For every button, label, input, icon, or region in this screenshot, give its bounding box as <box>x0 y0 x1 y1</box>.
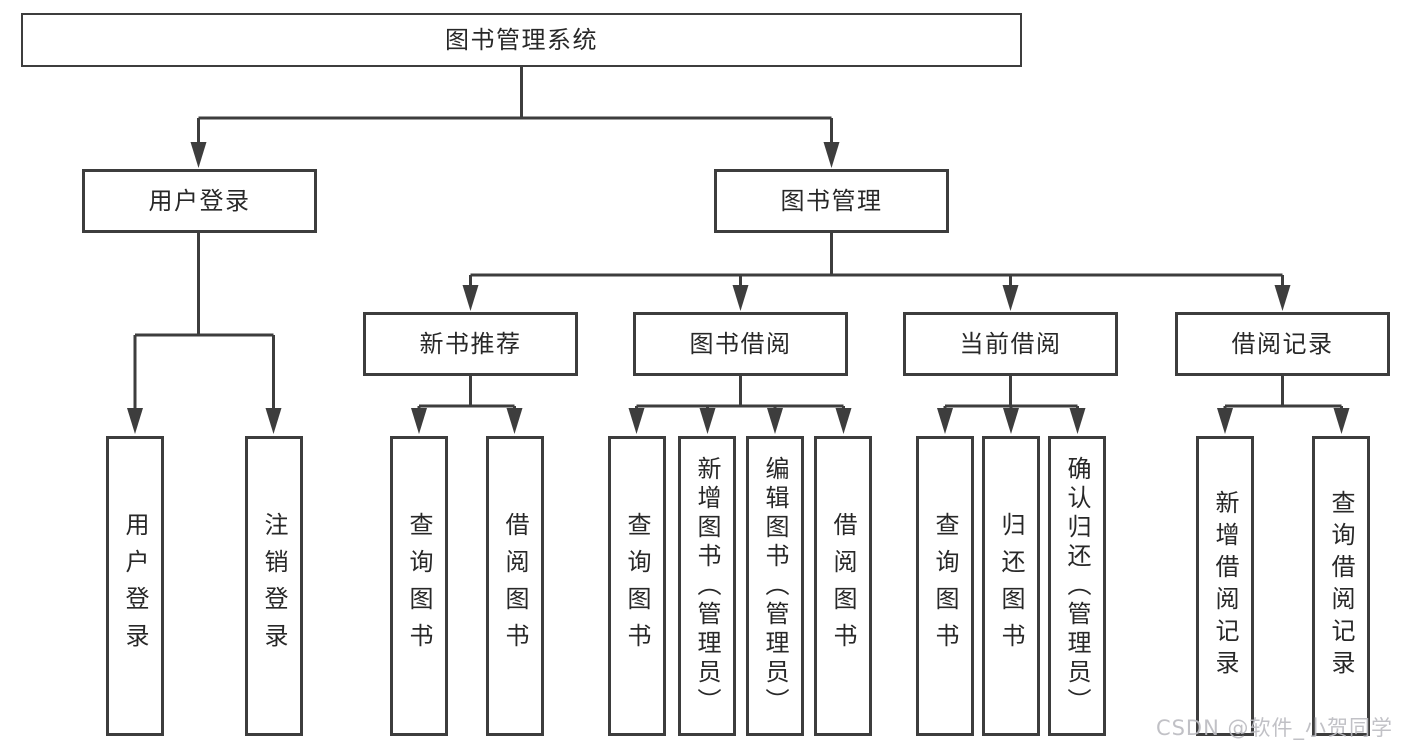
leaf-query-borrow-record: 查询借阅记录 <box>1312 436 1370 736</box>
leaf-return-books-label: 归还图书 <box>997 512 1025 660</box>
node-root: 图书管理系统 <box>21 13 1022 67</box>
node-current-borrowing: 当前借阅 <box>903 312 1118 376</box>
leaf-confirm-return-admin: 确认归还（管理员） <box>1048 436 1106 736</box>
leaf-logout-login: 注销登录 <box>245 436 303 736</box>
node-book-borrowing-label: 图书借阅 <box>689 330 792 358</box>
node-new-book-recommend: 新书推荐 <box>363 312 578 376</box>
leaf-query-books-2-label: 查询图书 <box>623 512 651 660</box>
leaf-add-borrow-record-label: 新增借阅记录 <box>1211 490 1239 682</box>
leaf-add-book-admin: 新增图书（管理员） <box>678 436 736 736</box>
node-borrowing-records: 借阅记录 <box>1175 312 1390 376</box>
leaf-user-login-label: 用户登录 <box>121 512 149 660</box>
leaf-return-books: 归还图书 <box>982 436 1040 736</box>
leaf-query-books-1-label: 查询图书 <box>405 512 433 660</box>
leaf-borrow-books-2: 借阅图书 <box>814 436 872 736</box>
leaf-query-borrow-record-label: 查询借阅记录 <box>1327 490 1355 682</box>
leaf-add-book-admin-label: 新增图书（管理员） <box>693 455 721 717</box>
leaf-user-login: 用户登录 <box>106 436 164 736</box>
node-borrowing-records-label: 借阅记录 <box>1231 330 1334 358</box>
leaf-borrow-books-1-label: 借阅图书 <box>501 512 529 660</box>
leaf-edit-book-admin: 编辑图书（管理员） <box>746 436 804 736</box>
node-book-management: 图书管理 <box>714 169 949 233</box>
leaf-confirm-return-admin-label: 确认归还（管理员） <box>1063 455 1091 717</box>
leaf-query-books-2: 查询图书 <box>608 436 666 736</box>
leaf-add-borrow-record: 新增借阅记录 <box>1196 436 1254 736</box>
leaf-query-books-3-label: 查询图书 <box>931 512 959 660</box>
node-user-login-label: 用户登录 <box>148 187 251 215</box>
leaf-borrow-books-2-label: 借阅图书 <box>829 512 857 660</box>
node-root-label: 图书管理系统 <box>445 26 598 54</box>
node-user-login: 用户登录 <box>82 169 317 233</box>
leaf-edit-book-admin-label: 编辑图书（管理员） <box>761 455 789 717</box>
leaf-borrow-books-1: 借阅图书 <box>486 436 544 736</box>
arrowheads <box>127 142 1350 434</box>
node-book-borrowing: 图书借阅 <box>633 312 848 376</box>
node-book-management-label: 图书管理 <box>780 187 883 215</box>
leaf-logout-login-label: 注销登录 <box>260 512 288 660</box>
leaf-query-books-1: 查询图书 <box>390 436 448 736</box>
node-new-book-recommend-label: 新书推荐 <box>419 330 522 358</box>
node-current-borrowing-label: 当前借阅 <box>959 330 1062 358</box>
leaf-query-books-3: 查询图书 <box>916 436 974 736</box>
watermark: CSDN @软件_小贺同学 <box>1155 716 1393 740</box>
